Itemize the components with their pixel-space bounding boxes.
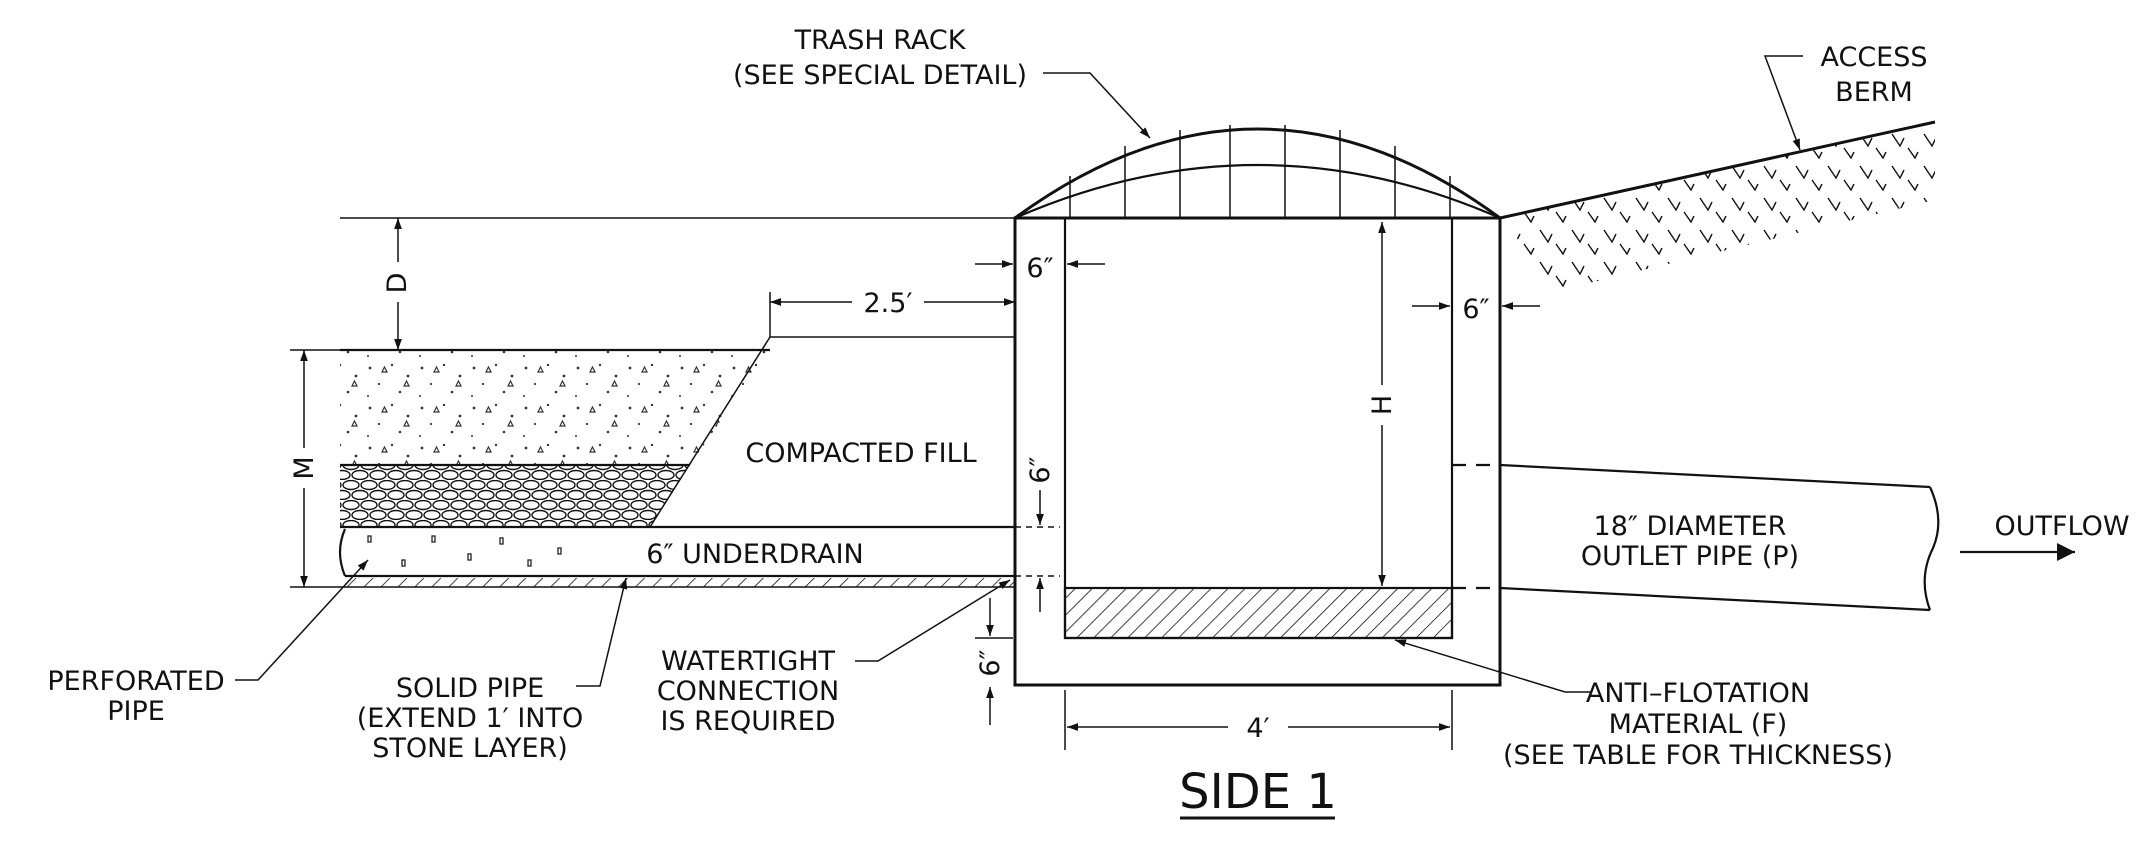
watertight-leader <box>855 579 1011 662</box>
dimension-2-5ft-label: 2.5′ <box>863 288 912 319</box>
drawing-title: SIDE 1 <box>1179 764 1337 820</box>
access-berm-label-line2: BERM <box>1835 77 1913 108</box>
trash-rack-leader <box>1043 72 1151 139</box>
underdrain-label: 6″ UNDERDRAIN <box>646 539 864 570</box>
anti-flotation-material <box>1063 586 1454 640</box>
stone-layer <box>340 465 690 527</box>
dimension-6in-bottom-label: 6″ <box>975 649 1006 676</box>
dimension-4ft-label: 4′ <box>1246 713 1269 744</box>
dimension-d-label: D <box>382 273 413 294</box>
access-berm-label-line1: ACCESS <box>1820 42 1927 73</box>
trash-rack <box>1014 125 1501 220</box>
outlet-pipe-label-line2: OUTLET PIPE (P) <box>1581 541 1799 572</box>
trash-rack-label-line1: TRASH RACK <box>794 25 967 56</box>
underdrain-pipe <box>338 528 1015 578</box>
outlet-pipe <box>1452 463 1940 612</box>
access-berm-leader <box>1763 55 1803 151</box>
solid-pipe-label-line1: SOLID PIPE <box>396 673 544 704</box>
dimension-h-label: H <box>1367 395 1398 415</box>
perforated-pipe-leader <box>235 559 369 681</box>
gravel-layer <box>340 350 770 465</box>
perforated-pipe-label-line2: PIPE <box>107 696 165 727</box>
anti-flotation-label-line1: ANTI–FLOTATION <box>1586 678 1810 709</box>
anti-flotation-label-line3: (SEE TABLE FOR THICKNESS) <box>1503 740 1893 771</box>
dimension-6in-top-right-label: 6″ <box>1462 294 1489 325</box>
watertight-label-line2: CONNECTION <box>657 676 839 707</box>
watertight-label-line1: WATERTIGHT <box>661 646 836 677</box>
dimension-6in-top-left-label: 6″ <box>1026 253 1053 284</box>
outlet-pipe-label-line1: 18″ DIAMETER <box>1594 511 1787 542</box>
outflow-label: OUTFLOW <box>1994 511 2129 542</box>
compacted-fill-label: COMPACTED FILL <box>745 438 976 469</box>
perforated-pipe-label-line1: PERFORATED <box>47 666 224 697</box>
solid-pipe-label-line3: STONE LAYER) <box>372 733 568 764</box>
solid-pipe-label-line2: (EXTEND 1′ INTO <box>357 703 584 734</box>
dimension-m-label: M <box>289 456 320 479</box>
solid-pipe-leader <box>576 577 628 687</box>
watertight-label-line3: IS REQUIRED <box>660 706 835 737</box>
anti-flotation-leader <box>1394 639 1590 693</box>
anti-flotation-label-line2: MATERIAL (F) <box>1609 709 1788 740</box>
access-berm <box>1499 120 1936 290</box>
trash-rack-label-line2: (SEE SPECIAL DETAIL) <box>733 60 1027 91</box>
underdrain-bedding <box>340 578 1015 587</box>
dimension-6in-mid-label: 6″ <box>1025 456 1056 483</box>
